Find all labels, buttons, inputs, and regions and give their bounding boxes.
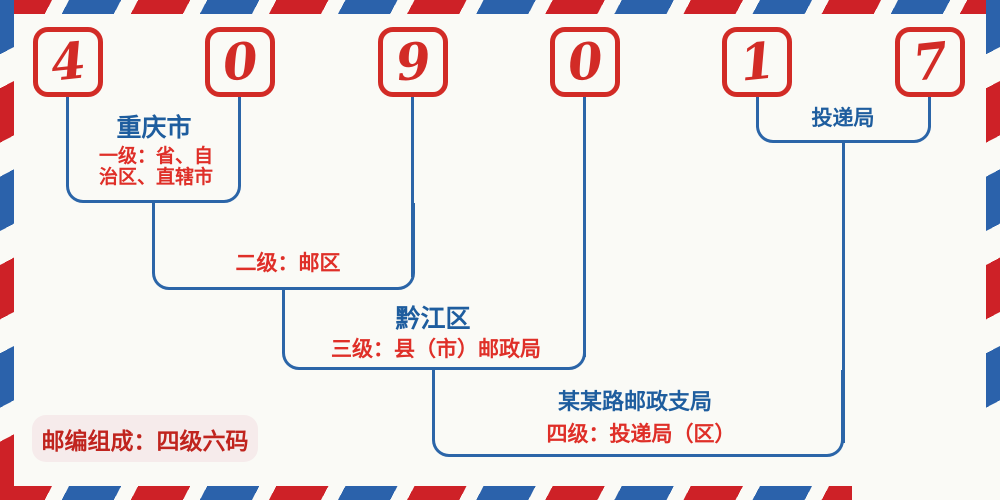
badge-text: 邮编组成：四级六码: [41, 427, 249, 454]
level3-place-label: 黔江区: [395, 305, 471, 333]
airmail-border-bottom: [0, 486, 1000, 500]
bracket-level2: [152, 203, 415, 290]
delivery-office-label: 投递局: [811, 107, 875, 130]
bracket-delivery: [756, 97, 931, 143]
airmail-border-left: [0, 0, 14, 500]
airmail-border-top: [0, 0, 1000, 14]
digit-6: 7: [909, 30, 951, 93]
connector-digit4: [583, 97, 586, 357]
postal-code-composition-badge: 邮编组成：四级六码: [32, 415, 258, 462]
bracket-level1: [66, 97, 241, 203]
bracket-level3: [282, 290, 586, 370]
digit-box-1: 4: [33, 27, 103, 97]
digit-2: 0: [219, 30, 261, 93]
corner-white-patch: [852, 420, 1000, 500]
level1-desc-label: 一级：省、自 治区、直辖市: [98, 146, 214, 188]
level2-desc-label: 二级：邮区: [235, 252, 341, 275]
digit-4: 0: [564, 30, 606, 93]
level4-desc-label: 四级：投递局（区）: [546, 423, 736, 446]
level3-desc-label: 三级：县（市）邮政局: [331, 338, 541, 361]
level1-place-label: 重庆市: [116, 114, 192, 142]
airmail-border-right: [986, 0, 1000, 500]
digit-box-4: 0: [550, 27, 620, 97]
bracket-level4: [432, 370, 844, 457]
digit-box-2: 0: [205, 27, 275, 97]
digit-box-3: 9: [378, 27, 448, 97]
digit-box-6: 7: [895, 27, 965, 97]
digit-5: 1: [736, 30, 778, 93]
connector-digit3: [411, 97, 414, 277]
level4-place-label: 某某路邮政支局: [557, 389, 713, 414]
connector-delivery-stub: [842, 143, 845, 443]
digit-1: 4: [47, 30, 89, 93]
digit-box-5: 1: [722, 27, 792, 97]
digit-3: 9: [392, 30, 434, 93]
